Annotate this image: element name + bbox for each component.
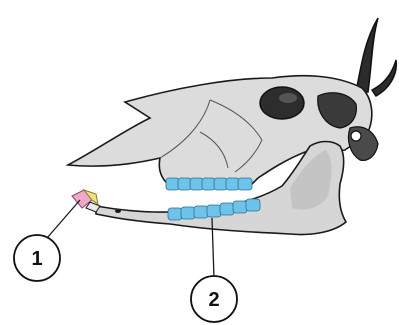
eye-orbit — [260, 87, 304, 119]
leader-line-1 — [47, 200, 80, 238]
callout-1-label: 1 — [31, 248, 42, 270]
mental-foramen — [115, 209, 121, 213]
upper-molars — [166, 178, 252, 190]
horn-rear — [356, 18, 378, 92]
incisors — [72, 190, 100, 212]
callout-1: 1 — [14, 235, 60, 281]
callout-2-label: 2 — [208, 289, 219, 311]
orbit-highlight — [279, 93, 297, 103]
ear-canal — [351, 131, 361, 141]
callout-2: 2 — [191, 276, 237, 322]
horn-front — [372, 60, 396, 96]
